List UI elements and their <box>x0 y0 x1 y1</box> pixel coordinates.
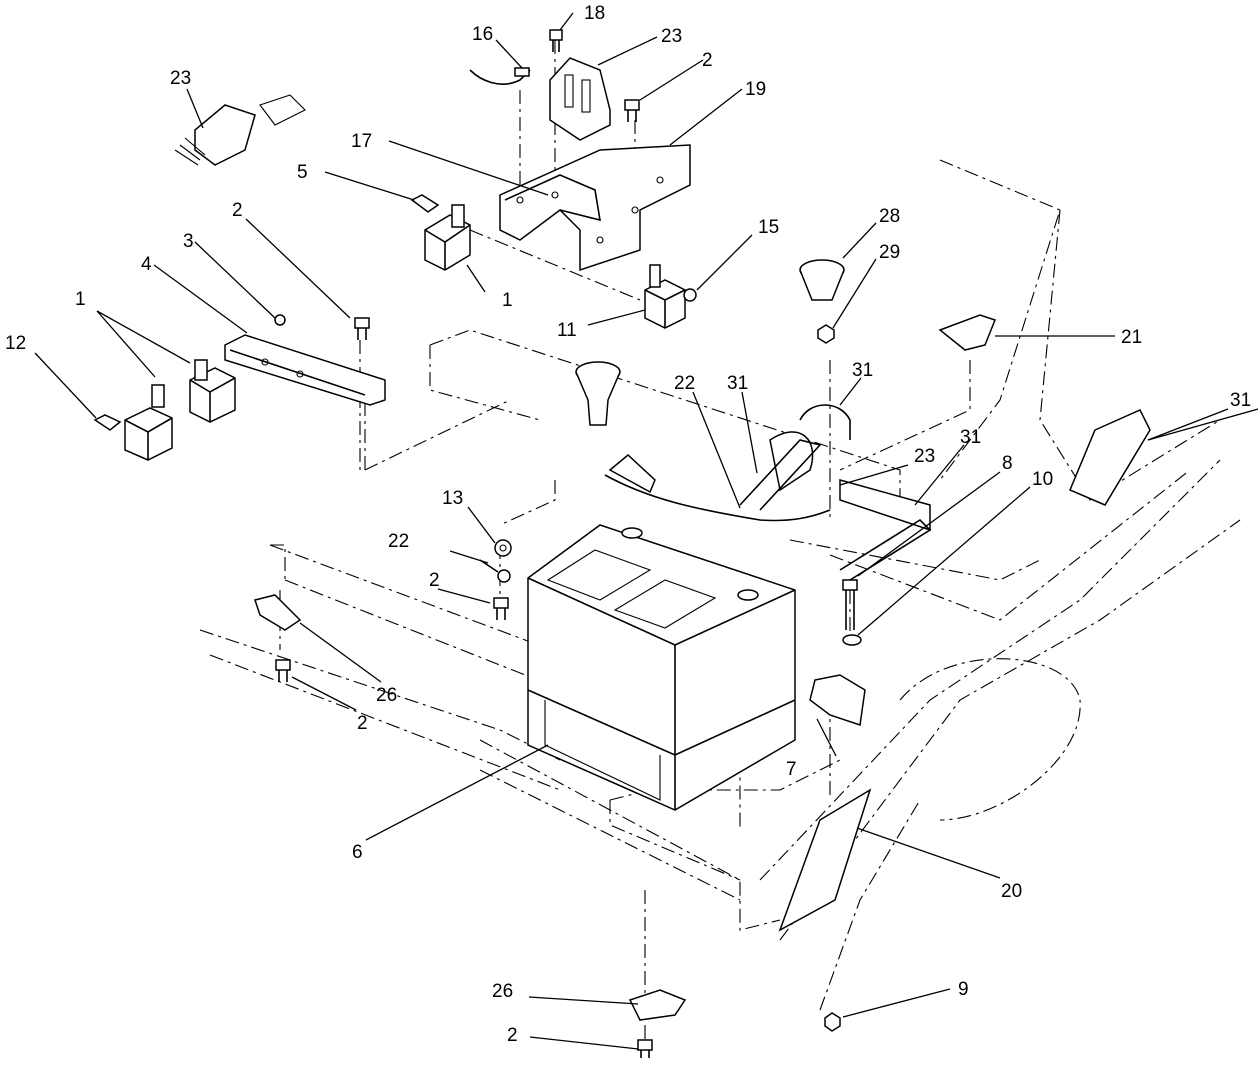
battery-cable-22 <box>604 454 831 522</box>
relay-1-upper <box>424 204 471 271</box>
callout-1: 1 <box>502 290 513 311</box>
callout-2: 2 <box>507 1025 518 1046</box>
callout-23: 23 <box>661 26 682 47</box>
callout-31: 31 <box>1230 390 1251 411</box>
clamp-31-b <box>799 404 851 440</box>
bolt-8 <box>842 579 858 630</box>
cable-boot-23 <box>769 431 931 532</box>
callout-19: 19 <box>745 79 766 100</box>
callout-29: 29 <box>879 242 900 263</box>
wire-clip-16 <box>469 67 531 85</box>
callout-8: 8 <box>1002 453 1013 474</box>
callout-31: 31 <box>727 373 748 394</box>
callout-20: 20 <box>1001 881 1022 902</box>
knob-28 <box>799 259 845 301</box>
nut-3 <box>274 314 286 326</box>
callout-1: 1 <box>75 289 86 310</box>
callout-15: 15 <box>758 217 779 238</box>
callout-22: 22 <box>674 373 695 394</box>
connector-23-left <box>174 94 306 166</box>
callout-31: 31 <box>960 427 981 448</box>
screw-12 <box>93 414 122 431</box>
battery-6 <box>527 524 796 811</box>
relay-bracket-19 <box>499 144 691 272</box>
clamp-26-a <box>254 594 302 631</box>
callout-28: 28 <box>879 206 900 227</box>
clamp-31-a <box>739 439 822 511</box>
callout-22: 22 <box>388 531 409 552</box>
washer-10 <box>842 634 862 646</box>
bolt-2-c <box>493 597 509 620</box>
battery-mounting-frame <box>199 40 1241 1040</box>
callout-26: 26 <box>376 685 397 706</box>
connector-23-top <box>549 57 611 141</box>
callout-6: 6 <box>352 842 363 863</box>
callout-9: 9 <box>958 979 969 1000</box>
callout-23: 23 <box>170 68 191 89</box>
callout-3: 3 <box>183 231 194 252</box>
callout-13: 13 <box>442 488 463 509</box>
battery-post-cap <box>575 361 621 426</box>
relay-11 <box>644 264 686 329</box>
bolt-2-a <box>624 99 640 122</box>
nut-9 <box>824 1012 841 1032</box>
bolt-2-d <box>275 659 291 682</box>
lock-washer-13 <box>494 539 512 557</box>
nut-15 <box>683 288 697 302</box>
callout-2: 2 <box>429 570 440 591</box>
callout-7: 7 <box>786 759 797 780</box>
callout-17: 17 <box>351 131 372 152</box>
leader-lines <box>34 12 1258 1050</box>
callout-26: 26 <box>492 981 513 1002</box>
bolt-2-e <box>637 1039 653 1058</box>
callout-4: 4 <box>141 254 152 275</box>
callout-labels: 18 16 23 2 23 19 17 5 2 3 4 1 12 1 15 11… <box>5 3 1251 1046</box>
bolt-18 <box>549 29 563 52</box>
nut-29 <box>817 324 835 344</box>
callout-5: 5 <box>297 162 308 183</box>
strap-20 <box>778 788 872 932</box>
ring-terminal-22 <box>479 559 511 583</box>
terminal-boot-21 <box>938 314 996 351</box>
callout-31: 31 <box>852 360 873 381</box>
callout-18: 18 <box>584 3 605 24</box>
screw-5 <box>410 194 440 213</box>
clamp-31-c <box>839 518 932 581</box>
callout-16: 16 <box>472 24 493 45</box>
callout-2: 2 <box>357 713 368 734</box>
relay-bracket-4 <box>224 334 386 406</box>
relay-1-left <box>189 359 236 423</box>
relay-1-far-left <box>124 384 173 461</box>
callout-2: 2 <box>232 200 243 221</box>
callout-10: 10 <box>1032 469 1053 490</box>
callout-21: 21 <box>1121 327 1142 348</box>
callout-2: 2 <box>702 50 713 71</box>
callout-12: 12 <box>5 333 26 354</box>
battery-hold-down-7 <box>809 674 866 726</box>
bolt-2-b <box>354 317 370 340</box>
callout-23: 23 <box>914 446 935 467</box>
cable-end-31 <box>1069 409 1151 506</box>
callout-11: 11 <box>557 320 577 341</box>
clamp-26-b <box>628 989 687 1021</box>
